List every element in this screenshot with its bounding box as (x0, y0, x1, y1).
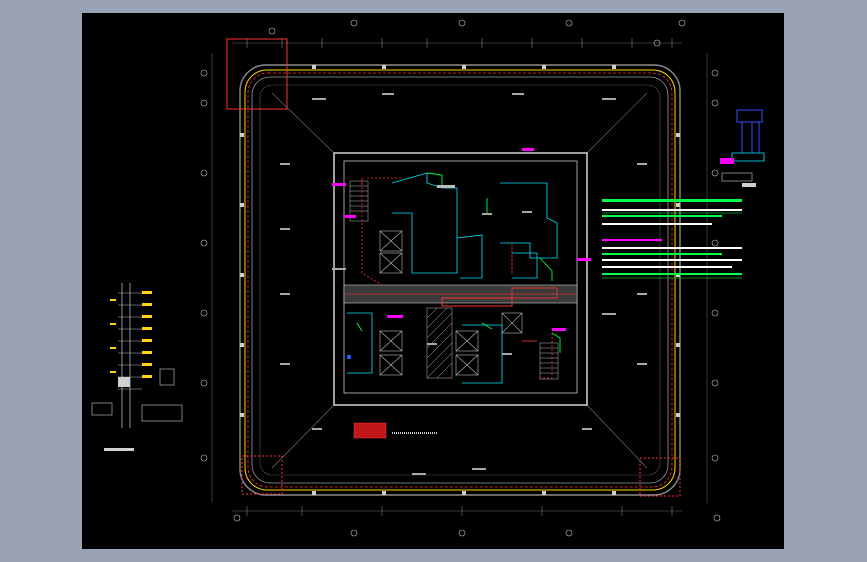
core-corridor (343, 284, 578, 307)
stairs (349, 180, 559, 380)
room-labels (280, 93, 647, 475)
schedule-table (602, 199, 742, 279)
grid-axis-lines (211, 42, 708, 512)
green-fixtures (356, 172, 561, 353)
axis-bubbles-left (200, 69, 208, 462)
axis-bubbles-top (268, 19, 686, 47)
cyan-room-outlines (347, 172, 558, 384)
axis-bubbles-right (711, 69, 719, 462)
axis-bubbles-bottom (233, 514, 721, 537)
legend-red-block (353, 422, 437, 439)
floor-plan-svg (91, 19, 765, 537)
left-riser-diagram (91, 283, 183, 451)
dimension-ticks (246, 38, 673, 516)
corner-detail-boxes (226, 38, 681, 497)
colored-annotations (332, 148, 591, 359)
red-pipe-lines (361, 177, 553, 379)
hatched-shaft (426, 307, 453, 379)
core-outer-walls (333, 152, 588, 406)
riser-symbol (720, 109, 765, 187)
outer-shell (239, 64, 681, 496)
diagonal-structure-lines (271, 92, 648, 469)
lift-shafts (379, 230, 523, 376)
cad-drawing-canvas[interactable] (82, 13, 784, 549)
perimeter-columns (240, 65, 680, 495)
